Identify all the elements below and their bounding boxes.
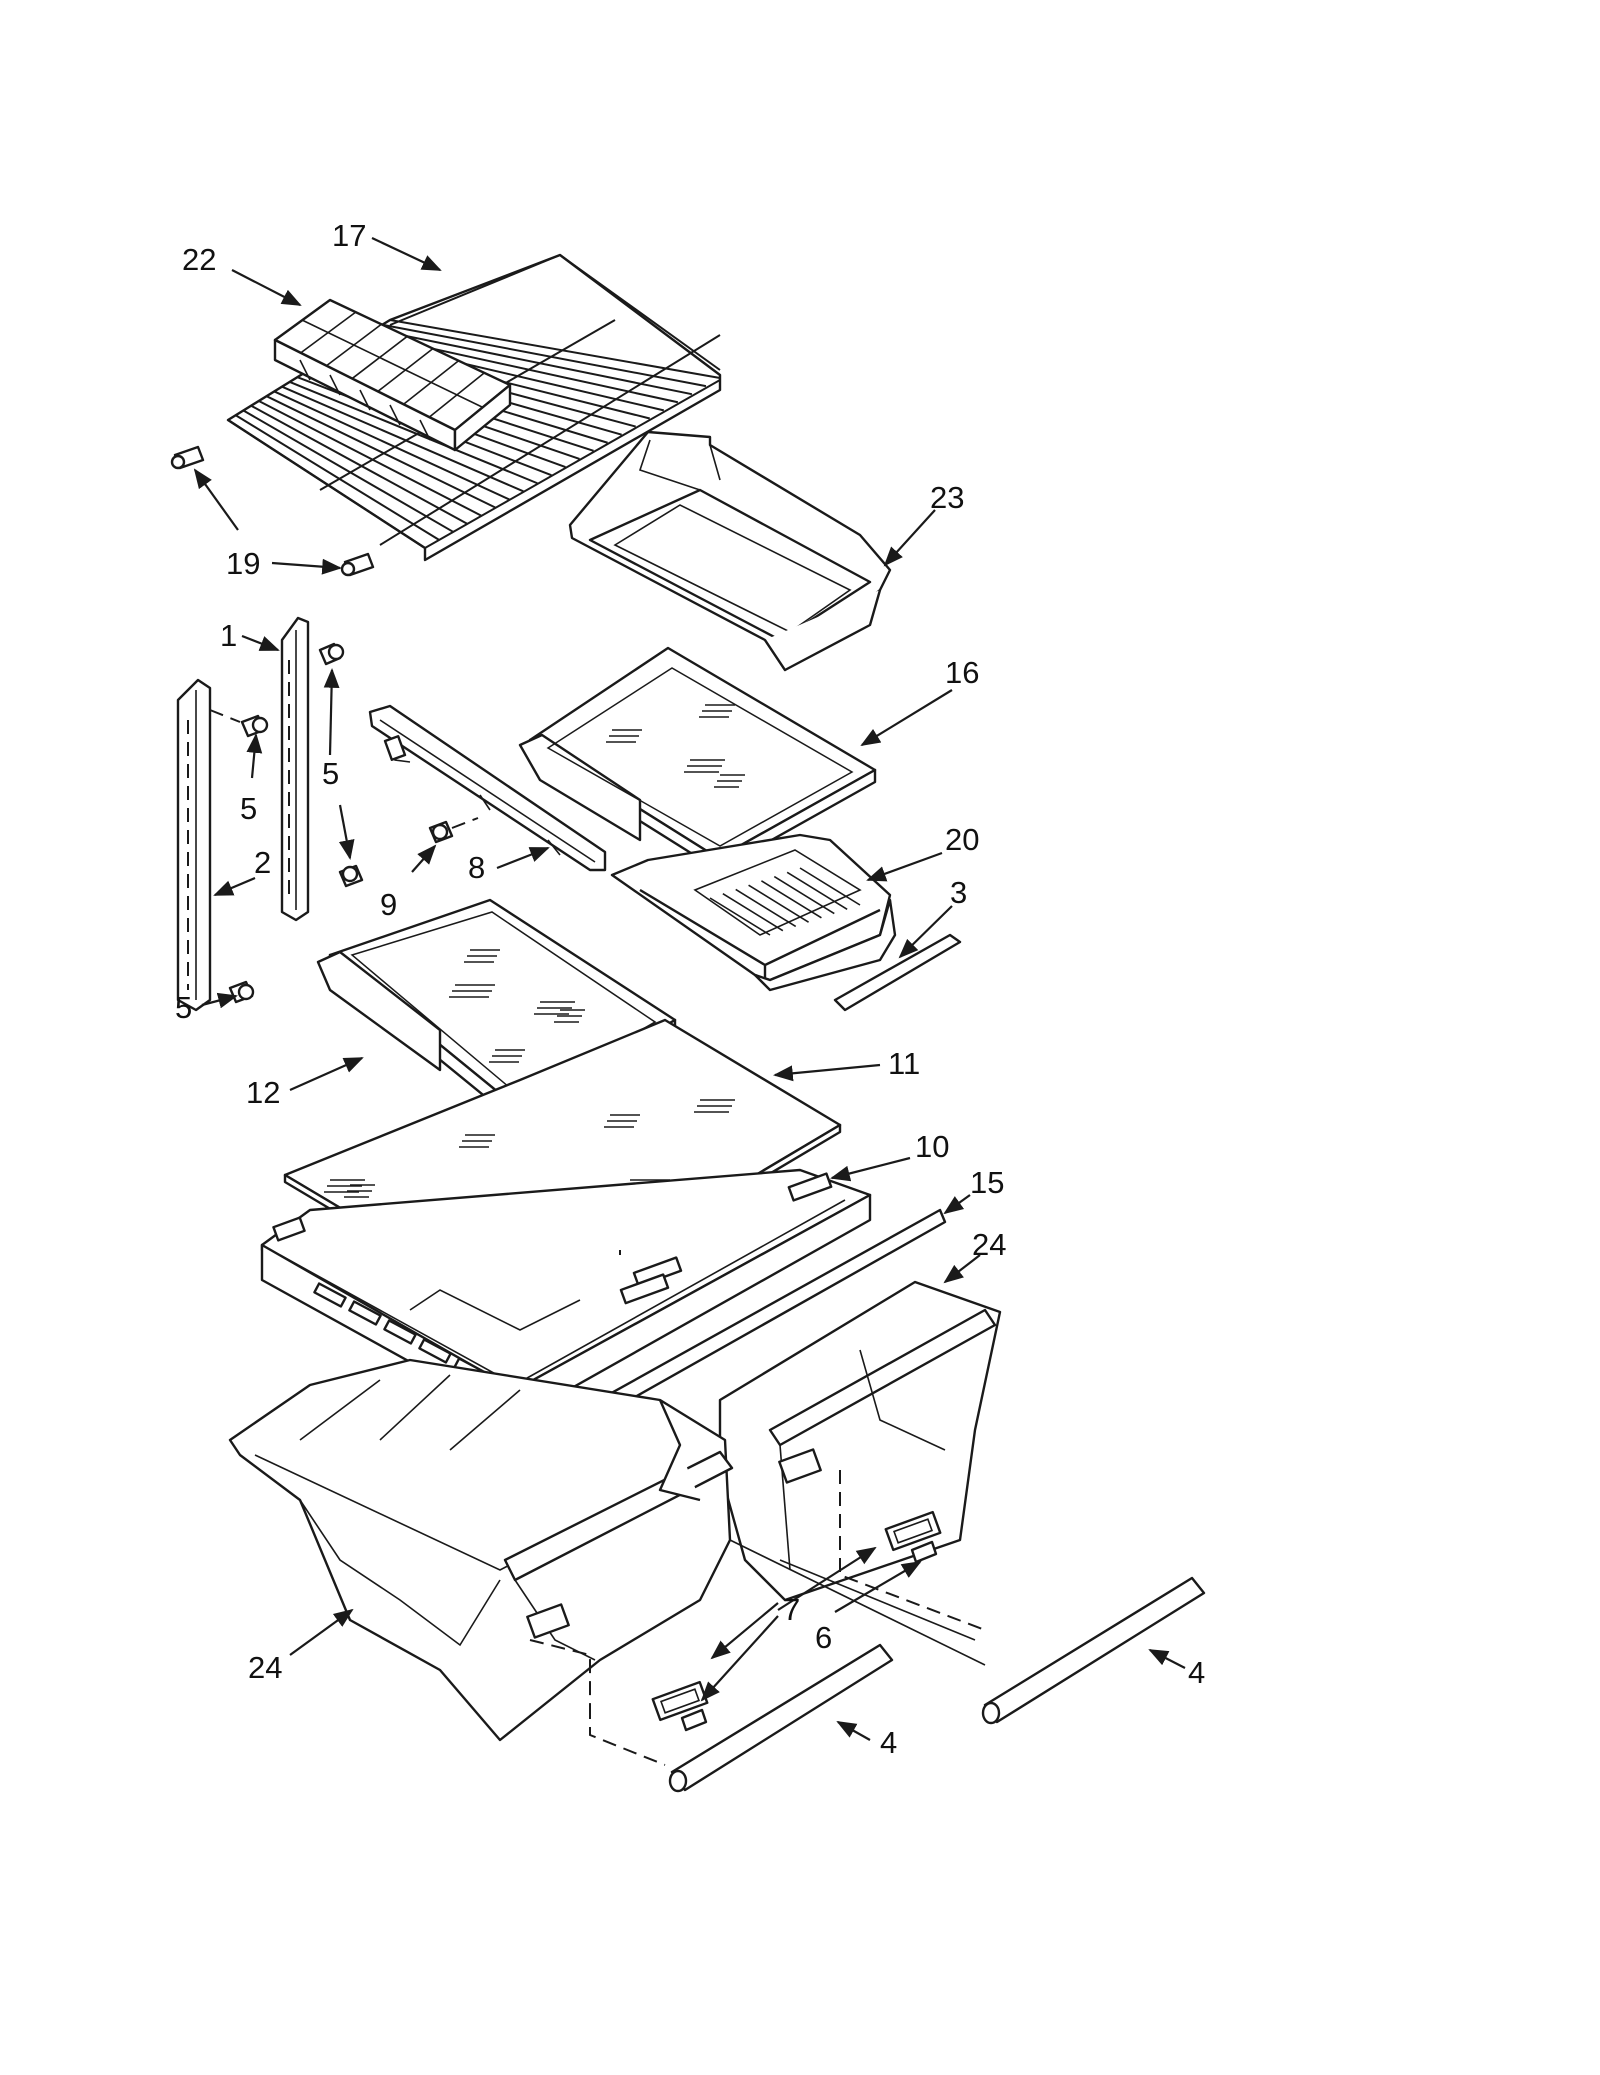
callout-4-right: 4 [1188, 1655, 1205, 1690]
slide-tab [910, 1540, 938, 1564]
callout-24-right: 24 [972, 1227, 1006, 1262]
callout-5-left: 5 [240, 791, 257, 826]
crisper-cover-frame [260, 1168, 872, 1422]
drawing-stroke [281, 385, 524, 493]
drawing-stroke [289, 380, 538, 485]
shelf-pin [170, 445, 205, 470]
callout-17: 17 [332, 218, 366, 253]
deli-pan [568, 430, 892, 672]
leader-lines [193, 237, 1186, 1741]
ice-cube-tray [273, 298, 512, 452]
callout-24-left: 24 [248, 1650, 282, 1685]
callout-22: 22 [182, 242, 216, 277]
crisper-drawer-right [718, 1280, 1002, 1602]
drawing-stroke [722, 893, 784, 932]
shelf-ladder-right [280, 616, 310, 922]
drawing-stroke [773, 875, 835, 915]
drawing-stroke [709, 897, 771, 936]
callout-20: 20 [945, 822, 979, 857]
callout-5-bottom: 5 [175, 990, 192, 1025]
screw [209, 709, 269, 738]
slide-tab [680, 1708, 708, 1732]
callout-16: 16 [945, 655, 979, 690]
screw [428, 817, 479, 844]
meat-drawer [610, 833, 897, 992]
callout-23: 23 [930, 480, 964, 515]
drawing-stroke [235, 414, 440, 541]
callout-11: 11 [888, 1046, 920, 1081]
screw [318, 642, 345, 666]
crisper-drawer-left [228, 1358, 734, 1742]
callout-10: 10 [915, 1129, 949, 1164]
drawer-slide-support [368, 704, 607, 872]
shelf-pin [340, 552, 375, 577]
drawing-stroke [301, 319, 483, 408]
callout-12: 12 [246, 1075, 280, 1110]
callout-2: 2 [254, 845, 271, 880]
screw [338, 864, 364, 888]
callout-3: 3 [950, 875, 967, 910]
assembly-guide-lines [529, 1250, 986, 1766]
drawing-stroke [242, 409, 454, 533]
callout-4-left: 4 [880, 1725, 897, 1760]
callout-19: 19 [226, 546, 260, 581]
screw [228, 980, 255, 1004]
drawing-stroke [250, 404, 468, 525]
drawing-stroke [273, 390, 510, 501]
callout-7: 7 [783, 1592, 800, 1627]
drawer-bracket [526, 1448, 822, 1639]
callout-1: 1 [220, 618, 237, 653]
drawer-handle [981, 1576, 1206, 1725]
drawing-stroke [374, 328, 693, 396]
drawing-stroke [761, 880, 822, 919]
drawer-handle [668, 1643, 894, 1793]
drawing-stroke [786, 871, 848, 910]
callout-9: 9 [380, 887, 397, 922]
shelf-ladder-left [176, 678, 212, 1012]
callout-8: 8 [468, 850, 485, 885]
callout-labels: 17 22 23 19 1 16 5 5 2 8 9 20 3 5 11 12 … [175, 218, 1205, 1760]
drawing-stroke [799, 867, 861, 906]
drawing-stroke [748, 884, 809, 923]
drawing-stroke [266, 395, 496, 509]
drawing-stroke [258, 400, 482, 517]
callout-5-right: 5 [322, 756, 339, 791]
slide-clip [884, 1510, 942, 1552]
callout-15: 15 [970, 1165, 1004, 1200]
callout-6: 6 [815, 1620, 832, 1655]
drawing-stroke [735, 888, 797, 928]
